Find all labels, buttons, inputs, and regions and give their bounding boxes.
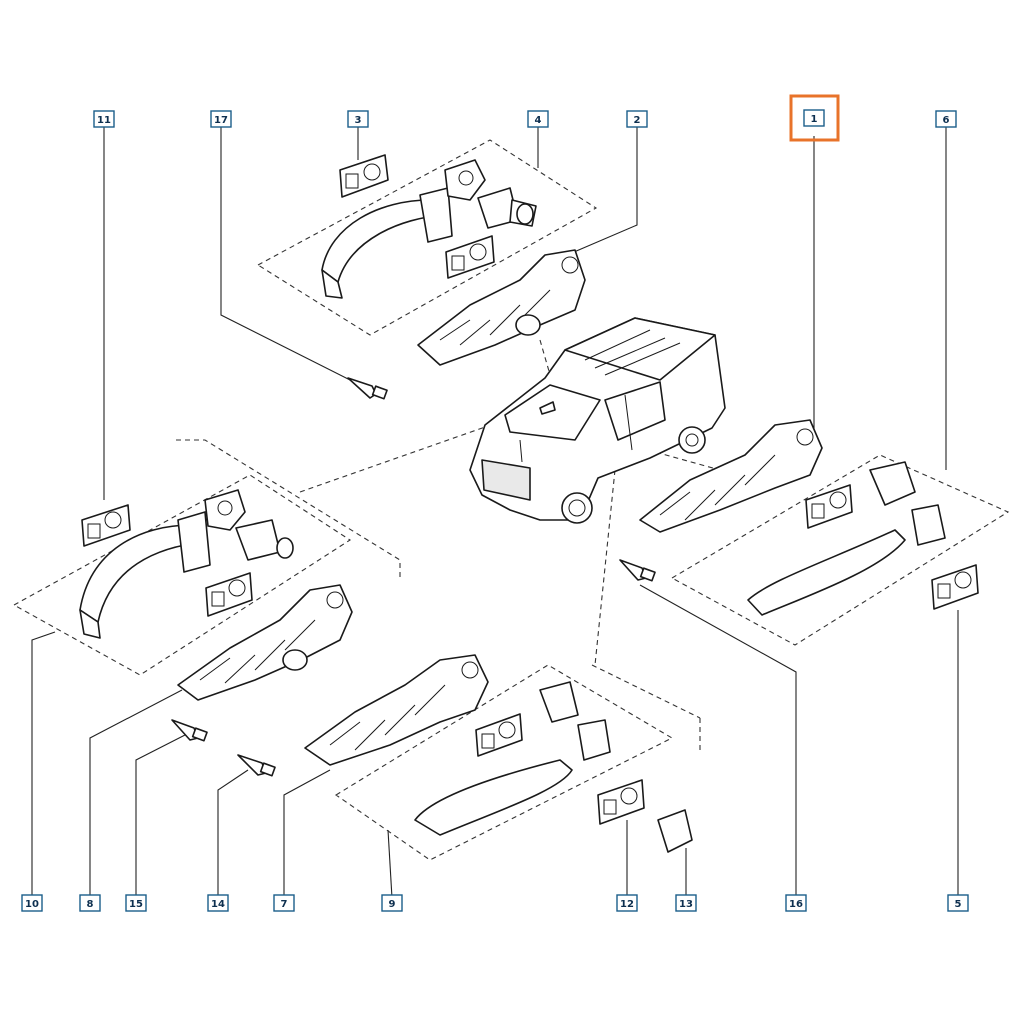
callout-4[interactable]: 4 (527, 110, 549, 128)
bracket-2 (417, 249, 586, 366)
callout-3-text: 3 (355, 115, 362, 126)
callout-13-text: 13 (679, 899, 693, 910)
callout-2-text: 2 (634, 115, 641, 126)
callout-16[interactable]: 16 (785, 894, 807, 912)
callout-5-text: 5 (955, 899, 962, 910)
callout-17-text: 17 (214, 115, 228, 126)
callout-5[interactable]: 5 (947, 894, 969, 912)
callout-14-text: 14 (211, 899, 225, 910)
callout-11-text: 11 (97, 115, 111, 126)
right-handle-group (747, 461, 979, 616)
pin-17 (347, 377, 388, 400)
callout-8-text: 8 (87, 899, 94, 910)
callout-1-highlight (789, 94, 840, 142)
callout-10[interactable]: 10 (21, 894, 43, 912)
callout-13[interactable]: 13 (675, 894, 697, 912)
pin-15 (171, 719, 208, 742)
callout-7[interactable]: 7 (273, 894, 295, 912)
callout-9-text: 9 (389, 899, 396, 910)
callout-6-text: 6 (943, 115, 950, 126)
callout-3[interactable]: 3 (347, 110, 369, 128)
callout-1-text: 1 (811, 114, 818, 125)
bracket-7 (304, 654, 489, 766)
pin-14 (237, 754, 276, 777)
callout-17[interactable]: 17 (210, 110, 232, 128)
callout-15-text: 15 (129, 899, 143, 910)
van-illustration (469, 317, 726, 524)
bottom-handle-group (414, 681, 693, 853)
callout-16-text: 16 (789, 899, 803, 910)
dashed-groups (12, 139, 1010, 861)
callout-12-text: 12 (620, 899, 634, 910)
callout-7-text: 7 (281, 899, 288, 910)
callout-12[interactable]: 12 (616, 894, 638, 912)
callout-4-text: 4 (535, 115, 542, 126)
callout-1[interactable]: 1 (789, 94, 840, 142)
top-handle-group (321, 154, 537, 299)
bracket-1 (639, 419, 823, 533)
callout-8[interactable]: 8 (79, 894, 101, 912)
bracket-8 (177, 584, 353, 701)
callout-2[interactable]: 2 (626, 110, 648, 128)
callout-15[interactable]: 15 (125, 894, 147, 912)
callout-labels: 11 17 3 4 2 1 6 10 (21, 94, 969, 912)
pin-16 (619, 559, 656, 582)
callout-11[interactable]: 11 (93, 110, 115, 128)
callout-14[interactable]: 14 (207, 894, 229, 912)
callout-10-text: 10 (25, 899, 39, 910)
left-handle-group (79, 489, 294, 639)
callout-6[interactable]: 6 (935, 110, 957, 128)
callout-9[interactable]: 9 (381, 894, 403, 912)
